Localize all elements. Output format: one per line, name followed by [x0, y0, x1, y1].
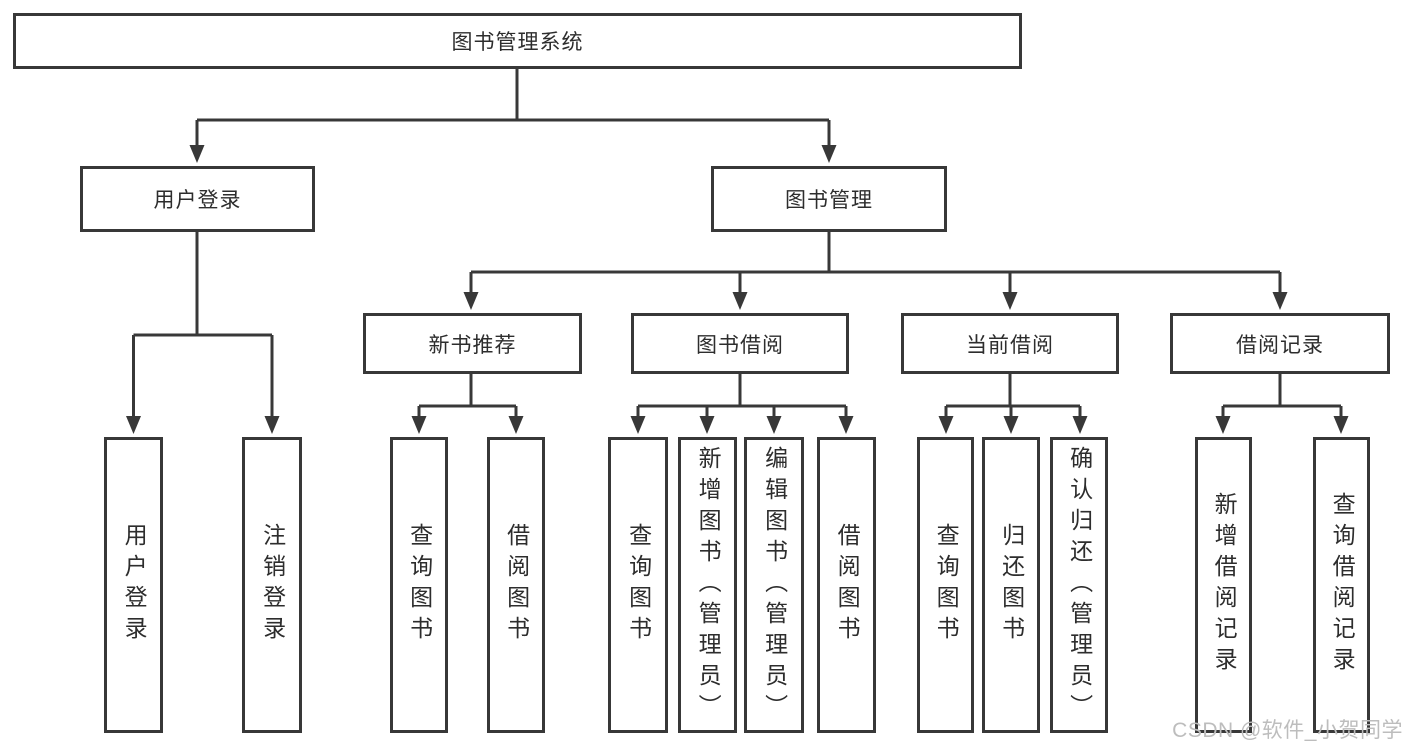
leaf-logout: 注销登录 — [242, 437, 302, 733]
leaf-confirm-return-admin: 确认归还（管理员） — [1050, 437, 1108, 733]
node-label: 借阅图书 — [503, 523, 530, 647]
node-label: 确认归还（管理员） — [1066, 445, 1093, 725]
node-current-borrowing: 当前借阅 — [901, 313, 1119, 374]
leaf-query-books-borrow: 查询图书 — [608, 437, 668, 733]
node-label: 图书借阅 — [696, 333, 784, 357]
node-label: 用户登录 — [121, 523, 148, 647]
leaf-query-borrow-record: 查询借阅记录 — [1313, 437, 1370, 733]
leaf-add-borrow-record: 新增借阅记录 — [1195, 437, 1252, 733]
node-label: 借阅记录 — [1236, 333, 1324, 357]
csdn-watermark: CSDN @软件_小贺同学 — [1172, 719, 1403, 742]
leaf-borrow-books-recommend: 借阅图书 — [487, 437, 545, 733]
node-label: 查询图书 — [625, 523, 652, 647]
node-label: 新书推荐 — [428, 333, 517, 357]
leaf-query-books-current: 查询图书 — [917, 437, 974, 733]
node-label: 注销登录 — [259, 523, 286, 647]
node-label: 查询图书 — [933, 523, 960, 647]
node-borrowing-records: 借阅记录 — [1170, 313, 1390, 374]
leaf-borrow-books: 借阅图书 — [817, 437, 876, 733]
node-label: 归还图书 — [998, 523, 1025, 647]
node-book-management: 图书管理 — [711, 166, 947, 232]
node-library-management-system: 图书管理系统 — [13, 13, 1022, 69]
leaf-user-login: 用户登录 — [104, 437, 163, 733]
leaf-add-book-admin: 新增图书（管理员） — [678, 437, 737, 733]
node-label: 当前借阅 — [966, 333, 1054, 357]
node-user-login: 用户登录 — [80, 166, 315, 232]
node-new-book-recommendation: 新书推荐 — [363, 313, 582, 374]
leaf-return-book: 归还图书 — [982, 437, 1040, 733]
leaf-edit-book-admin: 编辑图书（管理员） — [744, 437, 804, 733]
node-label: 图书管理系统 — [451, 31, 584, 54]
node-label: 借阅图书 — [834, 523, 861, 647]
node-label: 新增图书（管理员） — [695, 445, 722, 725]
node-label: 查询图书 — [406, 523, 433, 647]
node-label: 图书管理 — [785, 189, 873, 212]
leaf-query-books-recommend: 查询图书 — [390, 437, 448, 733]
node-label: 新增借阅记录 — [1211, 492, 1238, 678]
node-label: 查询借阅记录 — [1329, 492, 1356, 678]
node-book-borrowing: 图书借阅 — [631, 313, 849, 374]
node-label: 编辑图书（管理员） — [761, 445, 788, 725]
node-label: 用户登录 — [153, 189, 242, 212]
